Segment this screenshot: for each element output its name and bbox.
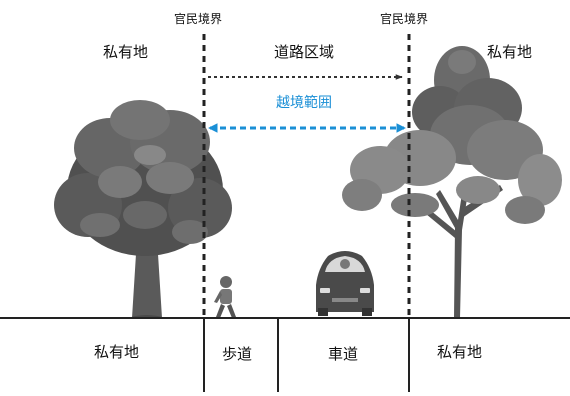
private-land-bottom-right: 私有地: [437, 343, 483, 361]
broadleaf-tree-icon: [54, 100, 232, 318]
private-land-bottom-left: 私有地: [94, 343, 140, 361]
sidewalk-label: 歩道: [222, 345, 253, 363]
pedestrian-icon: [214, 276, 236, 318]
road-area-label: 道路区域: [274, 43, 335, 61]
roadway-label: 車道: [328, 345, 359, 363]
car-icon: [316, 251, 374, 316]
boundary-label-right: 官民境界: [380, 12, 429, 26]
tall-tree-icon: [342, 46, 562, 318]
boundary-label-left: 官民境界: [174, 12, 223, 26]
private-land-top-left: 私有地: [103, 43, 149, 61]
private-land-top-right: 私有地: [487, 43, 533, 61]
encroachment-label: 越境範囲: [276, 95, 332, 111]
